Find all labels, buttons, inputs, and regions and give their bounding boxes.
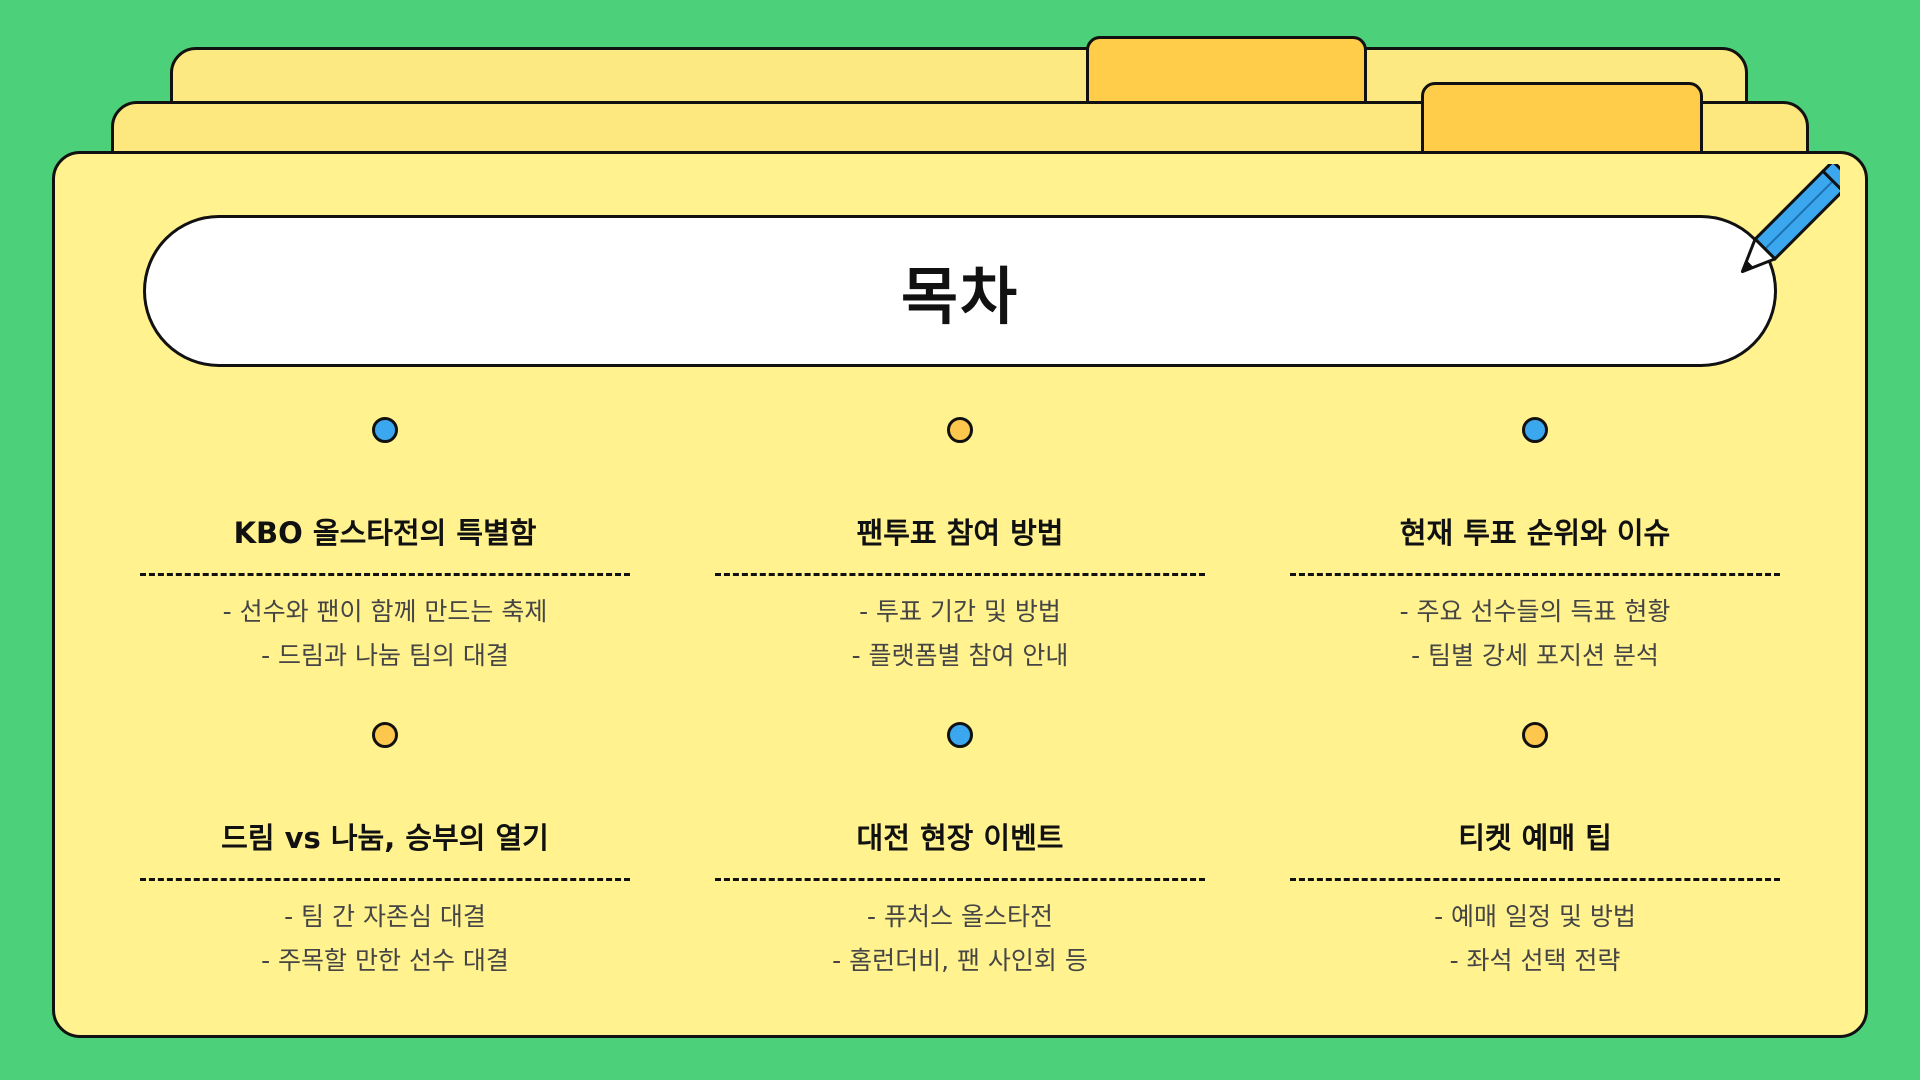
toc-item-detail: - 투표 기간 및 방법 <box>859 597 1061 626</box>
toc-item-title: 대전 현장 이벤트 <box>856 821 1064 855</box>
bullet-dot <box>372 417 398 443</box>
toc-item-detail: - 주요 선수들의 득표 현황 <box>1399 597 1671 626</box>
toc-item-detail: - 플랫폼별 참여 안내 <box>851 641 1069 670</box>
toc-item-detail: - 선수와 팬이 함께 만드는 축제 <box>222 597 548 626</box>
toc-item-detail: - 드림과 나눔 팀의 대결 <box>261 641 509 670</box>
bullet-dot <box>1522 417 1548 443</box>
page-title: 목차 <box>900 260 1020 333</box>
bullet-dot <box>947 722 973 748</box>
dashed-divider <box>140 573 630 576</box>
toc-item-title: 티켓 예매 팁 <box>1458 821 1612 855</box>
toc-item-detail: - 팀별 강세 포지션 분석 <box>1411 641 1659 670</box>
toc-item-detail: - 좌석 선택 전략 <box>1449 946 1621 975</box>
title-banner: 목차 <box>143 215 1777 367</box>
dashed-divider <box>715 573 1205 576</box>
bullet-dot <box>1522 722 1548 748</box>
dashed-divider <box>1290 878 1780 881</box>
toc-item-title: 현재 투표 순위와 이슈 <box>1399 516 1671 550</box>
toc-item-detail: - 주목할 만한 선수 대결 <box>261 946 509 975</box>
toc-grid: KBO 올스타전의 특별함 - 선수와 팬이 함께 만드는 축제 - 드림과 나… <box>140 415 1780 1015</box>
toc-item-title: KBO 올스타전의 특별함 <box>233 516 537 550</box>
pencil-icon <box>1740 164 1840 274</box>
toc-item-title: 팬투표 참여 방법 <box>856 516 1064 550</box>
dashed-divider <box>140 878 630 881</box>
toc-item-detail: - 퓨처스 올스타전 <box>867 902 1053 931</box>
dashed-divider <box>1290 573 1780 576</box>
folder-tab <box>1421 82 1703 162</box>
bullet-dot <box>372 722 398 748</box>
toc-item-detail: - 팀 간 자존심 대결 <box>284 902 486 931</box>
toc-item-title: 드림 vs 나눔, 승부의 열기 <box>221 821 549 855</box>
dashed-divider <box>715 878 1205 881</box>
bullet-dot <box>947 417 973 443</box>
toc-item-detail: - 홈런더비, 팬 사인회 등 <box>832 946 1088 975</box>
toc-item-detail: - 예매 일정 및 방법 <box>1434 902 1636 931</box>
